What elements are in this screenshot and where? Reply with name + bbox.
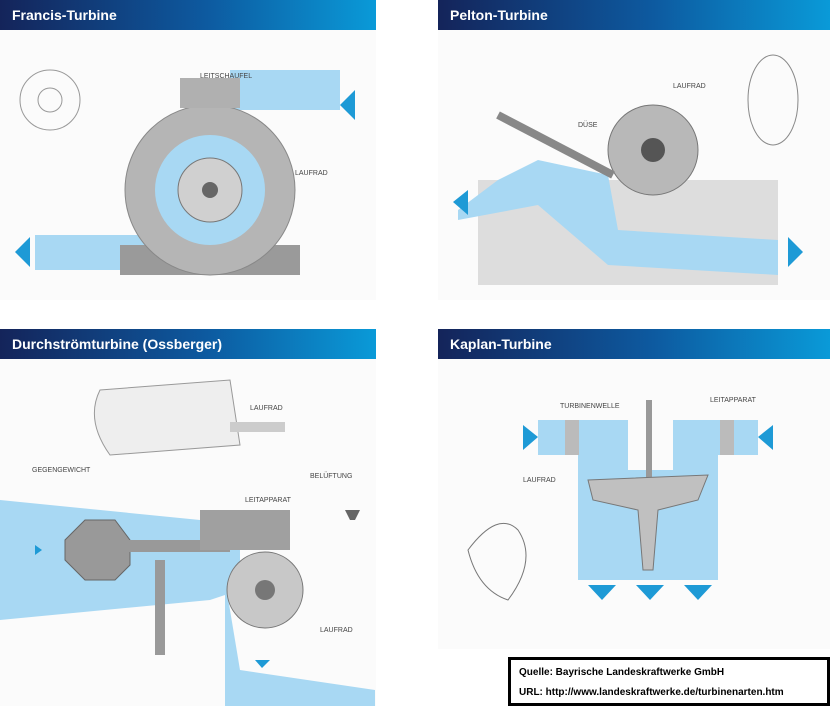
label-laufrad: LAUFRAD [523,477,556,484]
source-text: Quelle: Bayrische Landeskraftwerke GmbH [519,667,725,678]
pelton-title: Pelton-Turbine [438,0,830,30]
source-url: URL: http://www.landeskraftwerke.de/turb… [519,687,784,698]
label-laufrad: LAUFRAD [295,170,328,177]
label-belueftung: BELÜFTUNG [310,472,352,480]
ossberger-title: Durchströmturbine (Ossberger) [0,329,376,359]
label-laufrad-bottom: LAUFRAD [320,627,353,634]
label-laufrad-top: LAUFRAD [250,405,283,412]
label-laufrad: LAUFRAD [673,83,706,90]
label-leitapparat: LEITAPPARAT [710,397,757,404]
label-turbinenwelle: TURBINENWELLE [560,403,620,410]
source-box: Quelle: Bayrische Landeskraftwerke GmbH … [508,657,830,706]
kaplan-diagram: TURBINENWELLE LEITAPPARAT LAUFRAD [467,397,773,601]
label-gegengewicht: GEGENGEWICHT [32,467,91,474]
label-leitschaufel: LEITSCHAUFEL [200,73,252,80]
francis-diagram: LEITSCHAUFEL LAUFRAD [15,69,355,276]
label-duese: DÜSE [578,121,598,129]
label-leitapparat: LEITAPPARAT [245,497,292,504]
pelton-diagram: LAUFRAD DÜSE [453,54,803,285]
kaplan-title: Kaplan-Turbine [438,329,830,359]
ossberger-diagram: LAUFRAD GEGENGEWICHT LEITAPPARAT BELÜFTU… [0,379,375,706]
francis-title: Francis-Turbine [0,0,376,30]
